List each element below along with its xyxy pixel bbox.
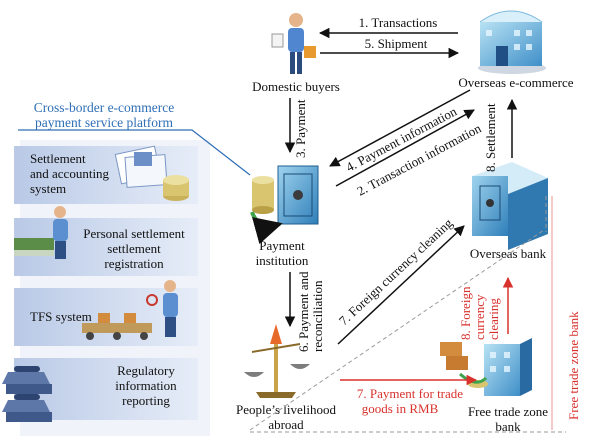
- payment-reconciliation-label-2: reconciliation: [310, 280, 325, 352]
- foreign-currency-cleaning-arrow: [337, 225, 465, 345]
- bank-safe-icon: [472, 162, 548, 250]
- payment-institution-label-2: institution: [256, 253, 309, 268]
- regulatory-label-3: reporting: [122, 393, 170, 408]
- platform-title-line1: Cross-border e-commerce: [34, 100, 175, 115]
- free-trade-zone-bank-label-2: bank: [495, 419, 521, 434]
- payment-institution-label-1: Payment: [259, 238, 305, 253]
- office-building-icon: [478, 10, 546, 74]
- foreign-currency-cleaning-label: 7. Foreign currency cleaning: [336, 215, 456, 328]
- peoples-livelihood-label-2: abroad: [268, 417, 304, 432]
- foreign-currency-clearing-label-2: currency: [472, 294, 487, 340]
- shipment-label: 5. Shipment: [365, 36, 428, 51]
- domestic-buyers-label: Domestic buyers: [252, 79, 340, 94]
- settlement-system-label-3: system: [30, 181, 66, 196]
- personal-settlement-label-2: settlement: [107, 241, 161, 256]
- overseas-bank-label: Overseas bank: [470, 246, 547, 261]
- foreign-currency-clearing-label-1: 8. Foreign: [458, 286, 473, 340]
- transactions-label: 1. Transactions: [359, 15, 438, 30]
- safe-with-coins-icon: [250, 165, 319, 245]
- settlement-system-label-1: Settlement: [30, 151, 86, 166]
- payment-trade-goods-label-1: 7. Payment for trade: [357, 386, 463, 401]
- telephones-icon: [2, 366, 52, 422]
- platform-connector-line: [18, 129, 251, 176]
- transaction-information-arrow: [335, 109, 475, 187]
- person-at-desk-icon: [14, 206, 68, 259]
- payment-label: 3. Payment: [293, 99, 308, 158]
- regulatory-label-1: Regulatory: [117, 363, 175, 378]
- payment-information-arrow: [329, 89, 471, 167]
- blue-building-icon: [440, 338, 532, 396]
- tfs-system-label: TFS system: [30, 309, 92, 324]
- person-with-bag-icon: [271, 13, 316, 74]
- payment-reconciliation-label-1: 6. Payment and: [296, 271, 311, 352]
- platform-title-line2: payment service platform: [35, 115, 173, 130]
- free-trade-zone-bank-label-1: Free trade zone: [468, 404, 548, 419]
- dashed-boundary-diagonal: [249, 229, 545, 431]
- peoples-livelihood-label-1: People’s livelihood: [236, 402, 337, 417]
- person-with-conveyor-icon: [82, 280, 178, 340]
- documents-and-coins-icon: [114, 145, 189, 201]
- overseas-ecommerce-label: Overseas e-commerce: [458, 75, 573, 90]
- scales-of-justice-icon: [244, 324, 310, 398]
- personal-settlement-label-1: Personal settlement: [83, 226, 185, 241]
- free-trade-zone-bank-side-label: Free trade zone bank: [566, 311, 581, 420]
- foreign-currency-clearing-label-3: clearing: [486, 298, 501, 340]
- settlement-label: 8. Settlement: [483, 103, 498, 172]
- regulatory-label-2: information: [115, 378, 177, 393]
- settlement-system-label-2: and accounting: [30, 166, 110, 181]
- payment-trade-goods-label-2: goods in RMB: [362, 401, 439, 416]
- personal-settlement-label-3: registration: [104, 256, 164, 271]
